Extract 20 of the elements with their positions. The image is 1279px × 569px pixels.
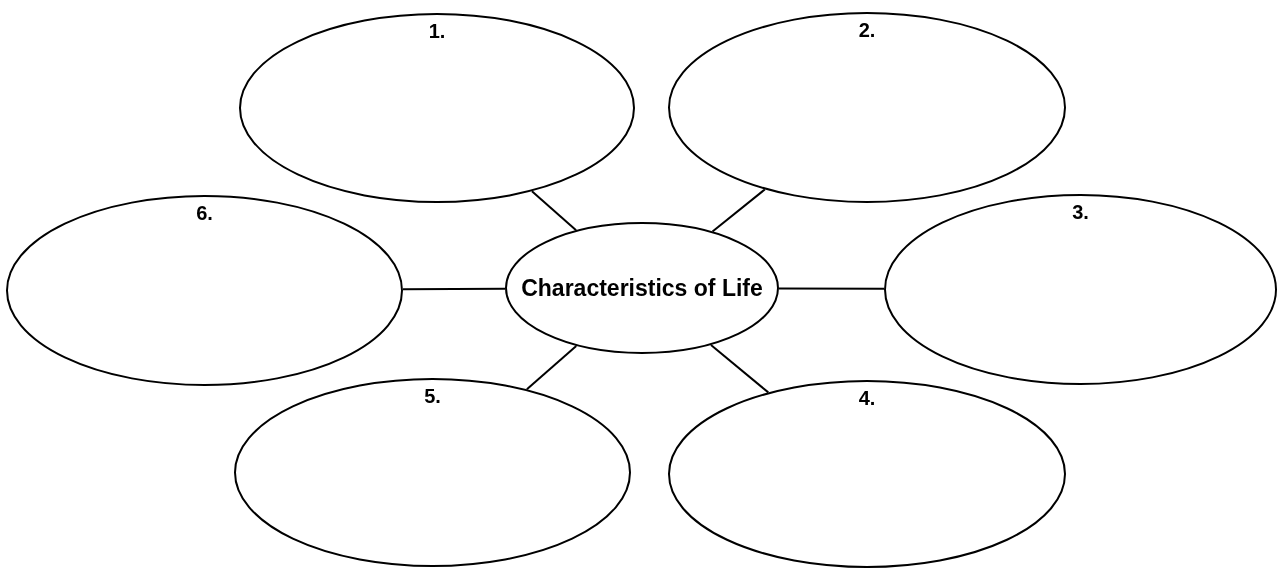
node-number: 3. [1072,200,1089,224]
connector-line [402,287,506,291]
node-number: 6. [196,201,213,225]
connector-line [710,344,770,394]
ellipse-node [668,380,1066,568]
ellipse-node [884,194,1277,385]
node-number: 2. [858,18,876,42]
node-number: 4. [858,386,876,410]
ellipse-node [505,222,779,354]
center-title: Characteristics of Life [521,276,763,300]
ellipse-node [6,195,403,386]
connector-line [711,188,766,233]
ellipse-node [668,12,1066,203]
connector-line [778,287,885,290]
node-number: 1. [428,19,446,43]
connector-line [525,344,578,391]
connector-line [530,190,578,232]
ellipse-node [234,378,631,567]
node-number: 5. [424,384,441,408]
ellipse-node [239,13,635,203]
